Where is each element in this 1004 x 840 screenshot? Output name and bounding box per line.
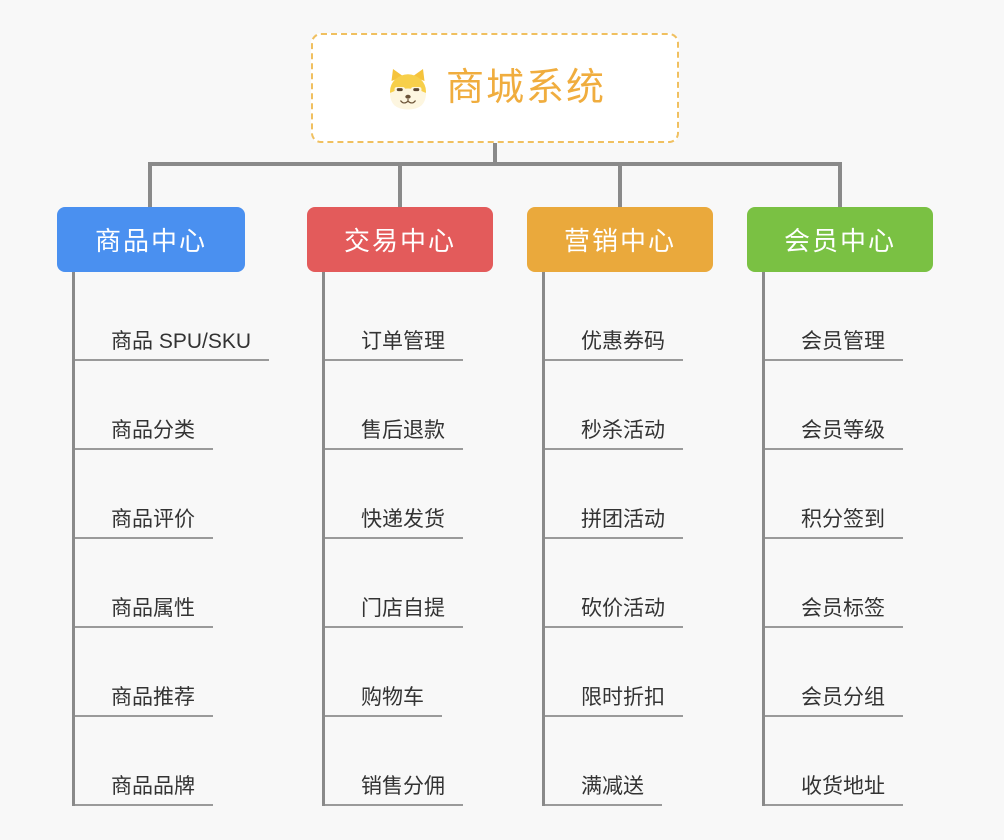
leaf-item[interactable]: 会员分组	[765, 628, 933, 717]
branch-header-1[interactable]: 交易中心	[307, 207, 493, 272]
branch-label-1: 交易中心	[343, 226, 456, 256]
leaf-item[interactable]: 商品评价	[75, 450, 245, 539]
branch-drop-line-2	[618, 162, 622, 209]
leaf-label: 购物车	[325, 686, 442, 717]
leaf-item[interactable]: 优惠券码	[545, 272, 713, 361]
leaf-label: 收货地址	[765, 775, 903, 806]
leaf-item[interactable]: 会员等级	[765, 361, 933, 450]
leaf-label: 快递发货	[325, 508, 463, 539]
leaf-label: 商品评价	[75, 508, 213, 539]
branch-column-0: 商品中心 商品 SPU/SKU 商品分类 商品评价 商品属性 商品推荐 商品品牌	[57, 207, 270, 806]
leaf-label: 门店自提	[325, 597, 463, 628]
leaf-label: 会员标签	[765, 597, 903, 628]
leaf-label: 会员分组	[765, 686, 903, 717]
leaf-item[interactable]: 快递发货	[325, 450, 493, 539]
branch-column-2: 营销中心 优惠券码 秒杀活动 拼团活动 砍价活动 限时折扣 满减送	[527, 207, 713, 806]
leaf-list-3: 会员管理 会员等级 积分签到 会员标签 会员分组 收货地址	[762, 272, 933, 806]
leaf-item[interactable]: 收货地址	[765, 717, 933, 806]
leaf-item[interactable]: 订单管理	[325, 272, 493, 361]
root-trunk-line	[493, 143, 497, 166]
leaf-label: 秒杀活动	[545, 419, 683, 450]
leaf-item[interactable]: 积分签到	[765, 450, 933, 539]
leaf-item[interactable]: 会员标签	[765, 539, 933, 628]
leaf-label: 会员管理	[765, 330, 903, 361]
leaf-item[interactable]: 商品推荐	[75, 628, 245, 717]
leaf-label: 商品分类	[75, 419, 213, 450]
leaf-item[interactable]: 商品品牌	[75, 717, 245, 806]
leaf-label: 满减送	[545, 775, 662, 806]
branch-label-3: 会员中心	[783, 226, 896, 256]
leaf-label: 售后退款	[325, 419, 463, 450]
leaf-item[interactable]: 门店自提	[325, 539, 493, 628]
leaf-item[interactable]: 商品 SPU/SKU	[75, 272, 270, 361]
branch-drop-line-1	[398, 162, 402, 209]
leaf-label: 销售分佣	[325, 775, 463, 806]
leaf-item[interactable]: 商品分类	[75, 361, 245, 450]
leaf-label: 砍价活动	[545, 597, 683, 628]
leaf-item[interactable]: 购物车	[325, 628, 493, 717]
leaf-item[interactable]: 满减送	[545, 717, 713, 806]
branch-drop-line-3	[838, 162, 842, 209]
leaf-label: 拼团活动	[545, 508, 683, 539]
leaf-label: 商品属性	[75, 597, 213, 628]
leaf-item[interactable]: 限时折扣	[545, 628, 713, 717]
leaf-label: 会员等级	[765, 419, 903, 450]
leaf-list-1: 订单管理 售后退款 快递发货 门店自提 购物车 销售分佣	[322, 272, 493, 806]
branch-column-1: 交易中心 订单管理 售后退款 快递发货 门店自提 购物车 销售分佣	[307, 207, 493, 806]
leaf-item[interactable]: 售后退款	[325, 361, 493, 450]
leaf-label: 订单管理	[325, 330, 463, 361]
root-title: 商城系统	[445, 67, 606, 109]
root-node[interactable]: 商城系统	[311, 33, 679, 143]
branch-header-0[interactable]: 商品中心	[57, 207, 245, 272]
leaf-list-2: 优惠券码 秒杀活动 拼团活动 砍价活动 限时折扣 满减送	[542, 272, 713, 806]
leaf-item[interactable]: 销售分佣	[325, 717, 493, 806]
leaf-label: 优惠券码	[545, 330, 683, 361]
leaf-item[interactable]: 秒杀活动	[545, 361, 713, 450]
branch-label-2: 营销中心	[563, 226, 676, 256]
branch-header-3[interactable]: 会员中心	[747, 207, 933, 272]
branch-drop-line-0	[148, 162, 152, 209]
leaf-list-0: 商品 SPU/SKU 商品分类 商品评价 商品属性 商品推荐 商品品牌	[72, 272, 270, 806]
leaf-label: 限时折扣	[545, 686, 683, 717]
leaf-label: 商品 SPU/SKU	[75, 330, 270, 361]
shiba-dog-face-icon	[384, 66, 432, 114]
leaf-item[interactable]: 商品属性	[75, 539, 245, 628]
branch-column-3: 会员中心 会员管理 会员等级 积分签到 会员标签 会员分组 收货地址	[747, 207, 933, 806]
branch-bus-line	[148, 162, 842, 166]
leaf-item[interactable]: 砍价活动	[545, 539, 713, 628]
leaf-label: 商品推荐	[75, 686, 213, 717]
leaf-label: 商品品牌	[75, 775, 213, 806]
branch-header-2[interactable]: 营销中心	[527, 207, 713, 272]
leaf-item[interactable]: 拼团活动	[545, 450, 713, 539]
branch-label-0: 商品中心	[94, 226, 207, 256]
leaf-label: 积分签到	[765, 508, 903, 539]
leaf-item[interactable]: 会员管理	[765, 272, 933, 361]
